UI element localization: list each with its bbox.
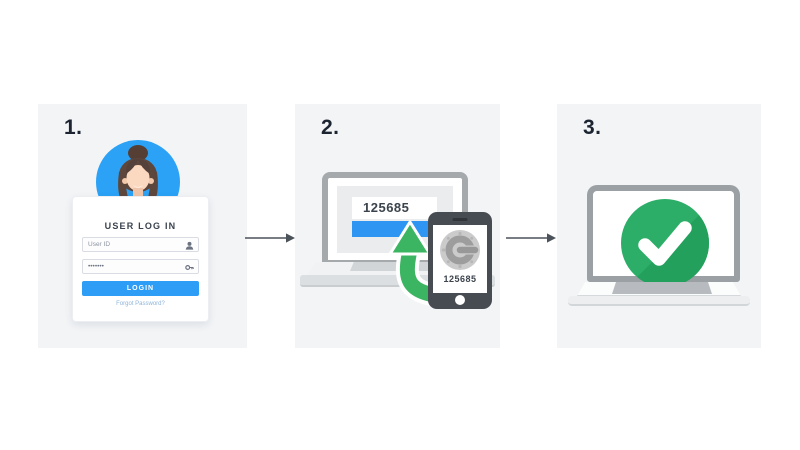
laptop-code-display: 125685 <box>352 197 437 219</box>
step-number-1: 1. <box>64 116 83 139</box>
phone-speaker <box>452 218 468 221</box>
code-input-bar[interactable] <box>352 221 437 237</box>
right-arrow-icon <box>245 233 295 243</box>
phone-home-button[interactable] <box>455 295 465 305</box>
smartphone: 125685 <box>428 212 492 309</box>
key-icon <box>185 265 194 270</box>
password-field[interactable] <box>82 259 199 274</box>
right-arrow-icon <box>506 233 556 243</box>
phone-screen: 125685 <box>433 225 487 293</box>
password-input[interactable] <box>83 260 198 273</box>
login-button[interactable]: LOGIN <box>82 281 199 296</box>
person-icon <box>185 241 194 250</box>
user-id-field[interactable] <box>82 237 199 252</box>
user-id-input[interactable] <box>83 238 198 251</box>
step-number-3: 3. <box>583 116 602 139</box>
login-card: USER LOG IN LOGIN Forgot Password? <box>72 196 209 322</box>
laptop-keyboard <box>612 282 712 294</box>
google-authenticator-icon <box>440 230 480 270</box>
checkmark-circle-icon <box>621 199 709 287</box>
step-panel-login: 1. <box>38 104 247 348</box>
step-panel-enter-code: 2. 125685 <box>295 104 500 348</box>
login-title: USER LOG IN <box>104 221 177 231</box>
forgot-password-link[interactable]: Forgot Password? <box>116 301 165 307</box>
step-number-2: 2. <box>321 116 340 139</box>
laptop-base-bar <box>568 296 750 306</box>
step-panel-success: 3. <box>557 104 761 348</box>
phone-code-display: 125685 <box>443 274 477 284</box>
